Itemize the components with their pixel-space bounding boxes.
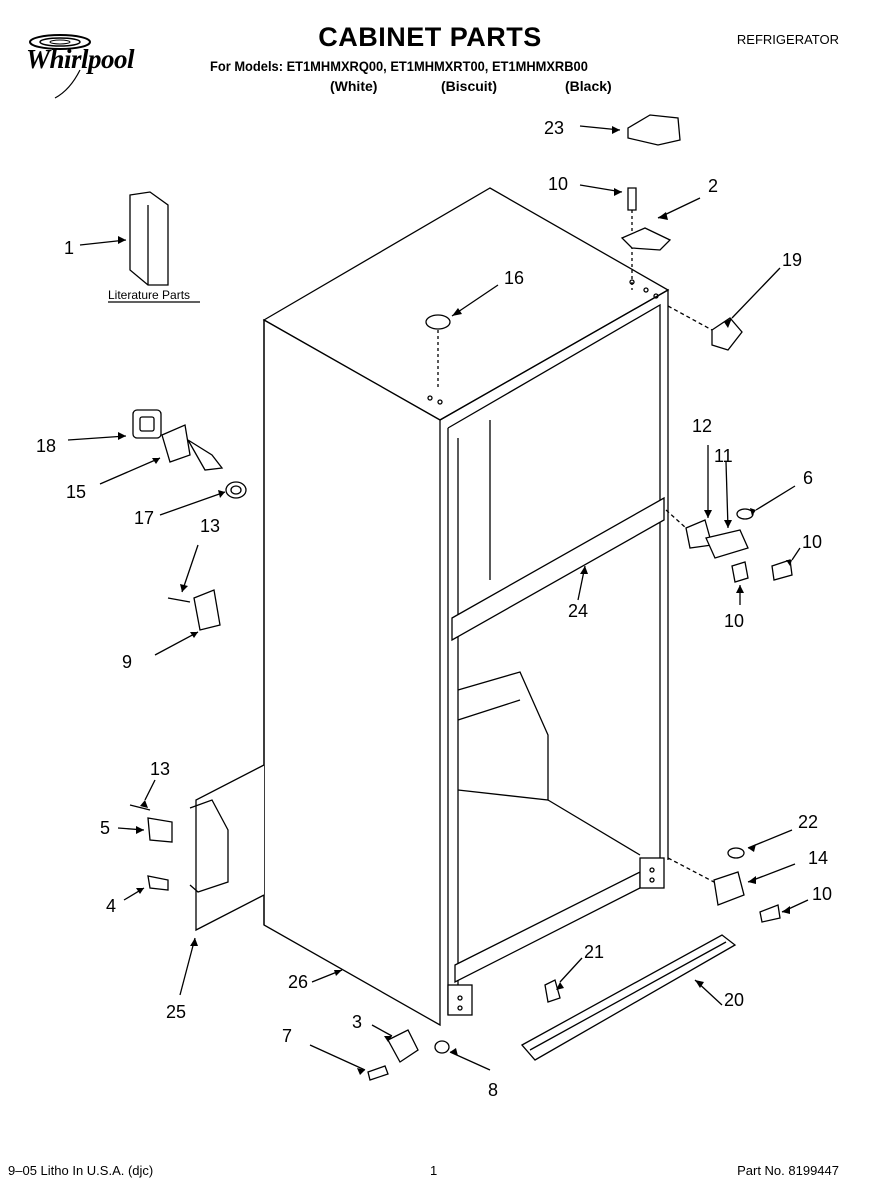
lower-hinge-bolt <box>759 904 781 923</box>
callout-7: 7 <box>282 1026 292 1046</box>
hinge-bolt-right <box>771 559 793 581</box>
callout-10-lower: 10 <box>812 884 832 904</box>
variant-black: (Black) <box>565 78 612 94</box>
leveling-leg-bracket <box>387 1029 419 1063</box>
bracket-screw-lower <box>129 804 151 811</box>
lower-hinge <box>713 871 745 906</box>
callout-17: 17 <box>134 508 154 528</box>
model-list: For Models: ET1MHMXRQ00, ET1MHMXRT00, ET… <box>210 58 588 74</box>
upper-bracket <box>193 589 221 631</box>
door-stop-shaft <box>161 424 191 463</box>
callout-23: 23 <box>544 118 564 138</box>
callout-9: 9 <box>122 652 132 672</box>
callout-1: 1 <box>64 238 74 258</box>
grille-clip <box>544 979 561 1003</box>
callout-18: 18 <box>36 436 56 456</box>
bracket-screw-upper <box>167 597 191 603</box>
wire-clamp <box>147 817 173 843</box>
variant-white: (White) <box>330 78 378 94</box>
literature-binder <box>129 191 169 286</box>
callout-19: 19 <box>782 250 802 270</box>
callout-8: 8 <box>488 1080 498 1100</box>
callout-2: 2 <box>708 176 718 196</box>
hinge-cover <box>711 317 743 351</box>
lower-washer <box>727 847 745 859</box>
callout-26: 26 <box>288 972 308 992</box>
page-title: CABINET PARTS <box>318 22 542 52</box>
part-number: Part No. 8199447 <box>737 1163 839 1178</box>
callout-21: 21 <box>584 942 604 962</box>
top-cap <box>627 114 681 146</box>
callout-6: 6 <box>803 468 813 488</box>
callout-10-top: 10 <box>548 174 568 194</box>
whirlpool-logo <box>29 34 91 99</box>
callout-11: 11 <box>714 446 733 466</box>
callout-13-lower: 13 <box>150 759 170 779</box>
callout-15: 15 <box>66 482 86 502</box>
center-hinge <box>705 529 749 559</box>
callout-20: 20 <box>724 990 744 1010</box>
callout-25: 25 <box>166 1002 186 1022</box>
callout-16: 16 <box>504 268 524 288</box>
callout-4: 4 <box>106 896 116 916</box>
callout-12: 12 <box>692 416 712 436</box>
callout-24: 24 <box>568 601 588 621</box>
callout-5: 5 <box>100 818 110 838</box>
appliance-category: REFRIGERATOR <box>736 32 839 47</box>
washer <box>736 508 754 520</box>
leveling-screw <box>367 1065 389 1081</box>
callout-22: 22 <box>798 812 818 832</box>
leveling-nut <box>434 1040 450 1054</box>
bushing <box>132 409 162 439</box>
variant-biscuit: (Biscuit) <box>441 78 497 94</box>
hinge-screw <box>627 187 637 211</box>
refrigerator-cabinet <box>262 187 670 1027</box>
rail-screw <box>147 875 169 891</box>
callout-14: 14 <box>808 848 828 868</box>
top-plug <box>425 314 451 330</box>
brand-name: Whirlpool <box>26 44 135 74</box>
top-hinge <box>620 227 672 251</box>
callout-10-center-right: 10 <box>802 532 822 552</box>
literature-parts-label: Literature Parts <box>108 288 190 302</box>
print-info: 9–05 Litho In U.S.A. (djc) <box>8 1163 154 1178</box>
callout-13-upper: 13 <box>200 516 220 536</box>
callout-10-center-down: 10 <box>724 611 744 631</box>
callout-3: 3 <box>352 1012 362 1032</box>
spacer <box>225 481 247 499</box>
lower-side-rail <box>195 764 265 932</box>
page-number: 1 <box>430 1163 438 1178</box>
hinge-bolt-down <box>731 561 749 583</box>
